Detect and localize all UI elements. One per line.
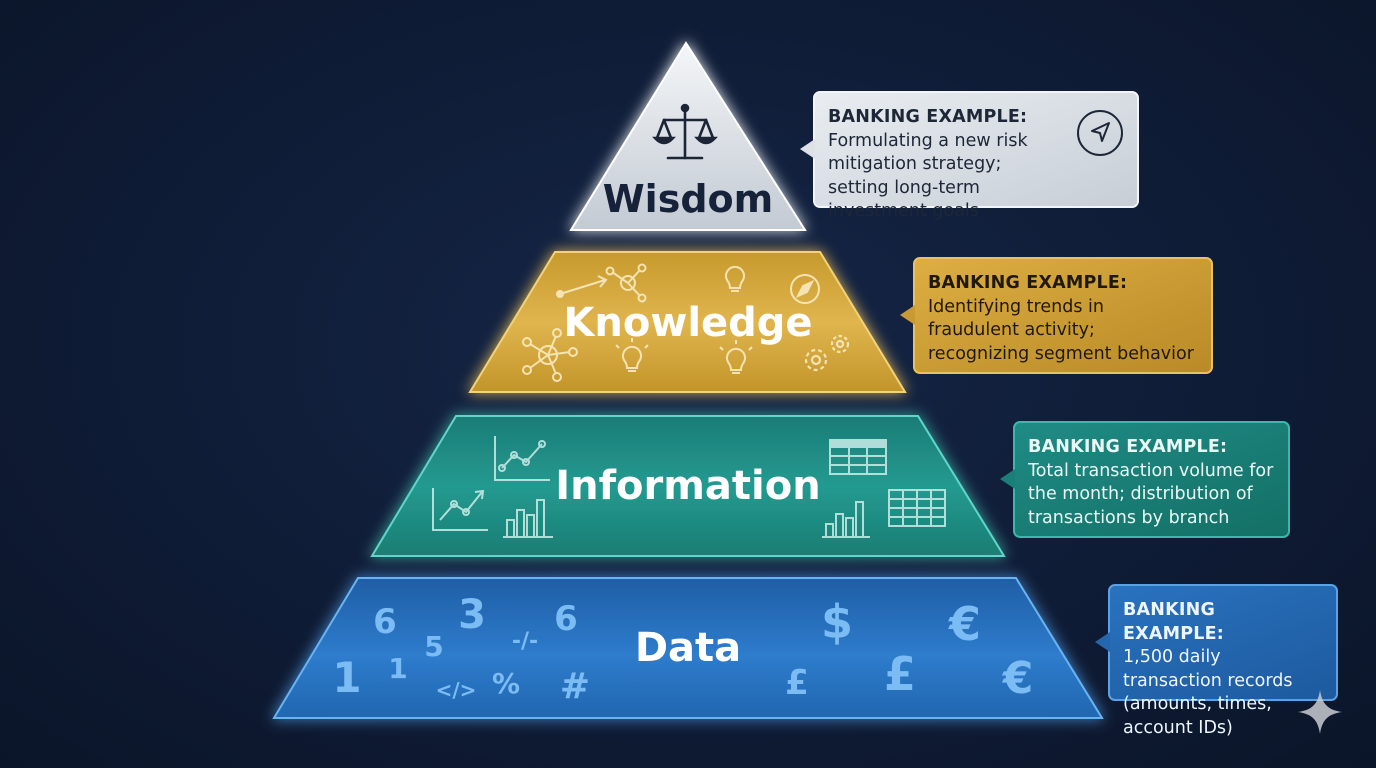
callout-body: Total transaction volume for the month; … — [1028, 460, 1274, 528]
navigation-arrow-icon — [1077, 110, 1123, 156]
compass-icon — [790, 274, 820, 304]
data-glyph: % — [492, 667, 520, 700]
data-glyph: € — [1002, 653, 1034, 704]
callout-title: BANKING EXAMPLE: — [928, 273, 1128, 293]
callout-knowledge: BANKING EXAMPLE: Identifying trends in f… — [900, 257, 1213, 374]
network-icon — [522, 328, 578, 382]
table-icon — [888, 489, 946, 527]
sparkle-icon — [1298, 690, 1342, 734]
data-glyph: $ — [821, 595, 853, 649]
tier-information: Information — [370, 415, 1006, 557]
network-icon — [556, 263, 647, 303]
line-chart-icon — [432, 488, 488, 531]
tier-knowledge-label: Knowledge — [563, 300, 812, 346]
line-chart-icon — [494, 436, 550, 481]
table-icon — [829, 439, 887, 475]
callout-data: BANKING EXAMPLE: 1,500 daily transaction… — [1095, 584, 1338, 738]
scales-icon — [652, 103, 718, 160]
data-glyph: £ — [785, 663, 809, 703]
callout-pointer — [800, 139, 815, 159]
data-glyph: £ — [884, 647, 916, 701]
callout-body: Identifying trends in fraudulent activit… — [928, 296, 1194, 364]
callout-wisdom: BANKING EXAMPLE: Formulating a new risk … — [800, 91, 1139, 221]
data-glyph: 3 — [458, 592, 486, 638]
data-glyph: 5 — [424, 630, 443, 663]
bar-chart-icon — [503, 499, 553, 538]
data-glyph: 6 — [373, 602, 397, 642]
tier-information-label: Information — [555, 463, 820, 509]
callout-pointer — [1000, 469, 1015, 489]
tier-wisdom-label: Wisdom — [603, 177, 773, 221]
callout-title: BANKING EXAMPLE: — [828, 107, 1028, 127]
lightbulb-icon — [719, 340, 753, 374]
tier-wisdom: Wisdom — [569, 41, 807, 231]
callout-body: Formulating a new risk mitigation strate… — [828, 130, 1028, 222]
tier-knowledge: Knowledge — [468, 251, 907, 393]
data-glyph: </> — [436, 678, 477, 702]
callout-pointer — [1095, 632, 1110, 652]
lightbulb-icon — [725, 265, 745, 292]
callout-pointer — [900, 305, 915, 325]
data-glyph: -/- — [512, 629, 538, 654]
tier-data: 6 3 6 1 1 5 -/- % # </> $ € £ £ € Data — [272, 577, 1104, 719]
lightbulb-icon — [615, 338, 649, 372]
bar-chart-icon — [822, 501, 870, 538]
gears-icon — [804, 334, 850, 372]
data-glyph: € — [948, 597, 981, 651]
callout-body: 1,500 daily transaction records (amounts… — [1123, 647, 1293, 738]
tier-data-label: Data — [635, 625, 741, 671]
data-glyph: 1 — [332, 653, 361, 702]
callout-information: BANKING EXAMPLE: Total transaction volum… — [1000, 421, 1290, 538]
callout-title: BANKING EXAMPLE: — [1123, 600, 1224, 644]
data-glyph: 1 — [388, 652, 407, 685]
data-glyph: # — [560, 666, 590, 707]
callout-title: BANKING EXAMPLE: — [1028, 437, 1228, 457]
data-glyph: 6 — [554, 599, 578, 639]
